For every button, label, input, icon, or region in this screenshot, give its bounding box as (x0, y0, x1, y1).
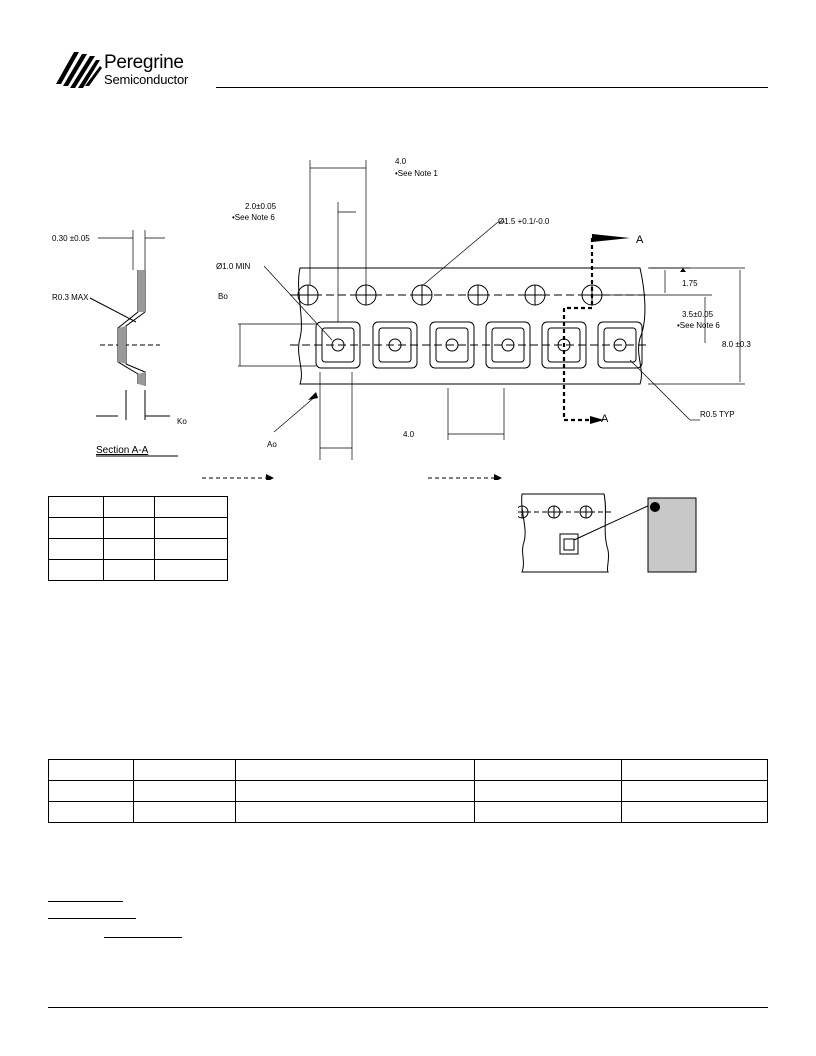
edge-dist-label: 1.75 (682, 279, 698, 288)
tape-drawing (89, 160, 745, 480)
underline-3 (104, 937, 182, 938)
radius-typ-label: R0.5 TYP (700, 410, 735, 419)
logo-subname: Semiconductor (104, 72, 189, 87)
min-hole-label: Ø1.0 MIN (216, 262, 251, 271)
wide-table (48, 759, 768, 823)
peregrine-logo-icon (56, 52, 102, 88)
logo-name: Peregrine (104, 52, 184, 73)
table-row (48, 759, 768, 781)
pitch-top-label: 4.0 (395, 157, 407, 166)
pin1-dot-icon (650, 502, 660, 512)
radius-max-label: R0.3 MAX (52, 293, 89, 302)
underline-2 (48, 918, 136, 919)
thickness-label: 0.30 ±0.05 (52, 234, 90, 243)
ko-label: Ko (177, 417, 187, 426)
section-marker-top: A (636, 234, 644, 246)
tape-width-label: 8.0 ±0.3 (722, 340, 751, 349)
orientation-figure (518, 493, 697, 573)
table-row (48, 517, 228, 539)
header-rule (216, 87, 768, 88)
hole-dia-label: Ø1.5 +0.1/-0.0 (498, 217, 550, 226)
section-title: Section A-A (96, 445, 149, 456)
tape-outline (298, 267, 646, 385)
section-cut-line (562, 238, 594, 422)
table-row (48, 801, 768, 823)
section-profile (89, 270, 178, 457)
section-marker-bottom: A (601, 413, 609, 425)
pocket-offset-label: 3.5±0.05 (682, 310, 714, 319)
underline-1 (48, 901, 123, 902)
ao-label: Ao (267, 440, 277, 449)
table-row (48, 496, 228, 518)
pitch-bottom-label: 4.0 (403, 430, 415, 439)
footer-rule (48, 1007, 768, 1008)
sprocket-offset-note: •See Note 6 (232, 213, 275, 222)
pitch-top-note: •See Note 1 (395, 169, 438, 178)
bo-label: Bo (218, 292, 228, 301)
table-row (48, 538, 228, 560)
small-table (48, 496, 228, 581)
table-row (48, 780, 768, 802)
sprocket-offset-label: 2.0±0.05 (245, 202, 277, 211)
sprocket-holes (297, 284, 603, 306)
pocket-offset-note: •See Note 6 (677, 321, 720, 330)
table-row (48, 559, 228, 581)
